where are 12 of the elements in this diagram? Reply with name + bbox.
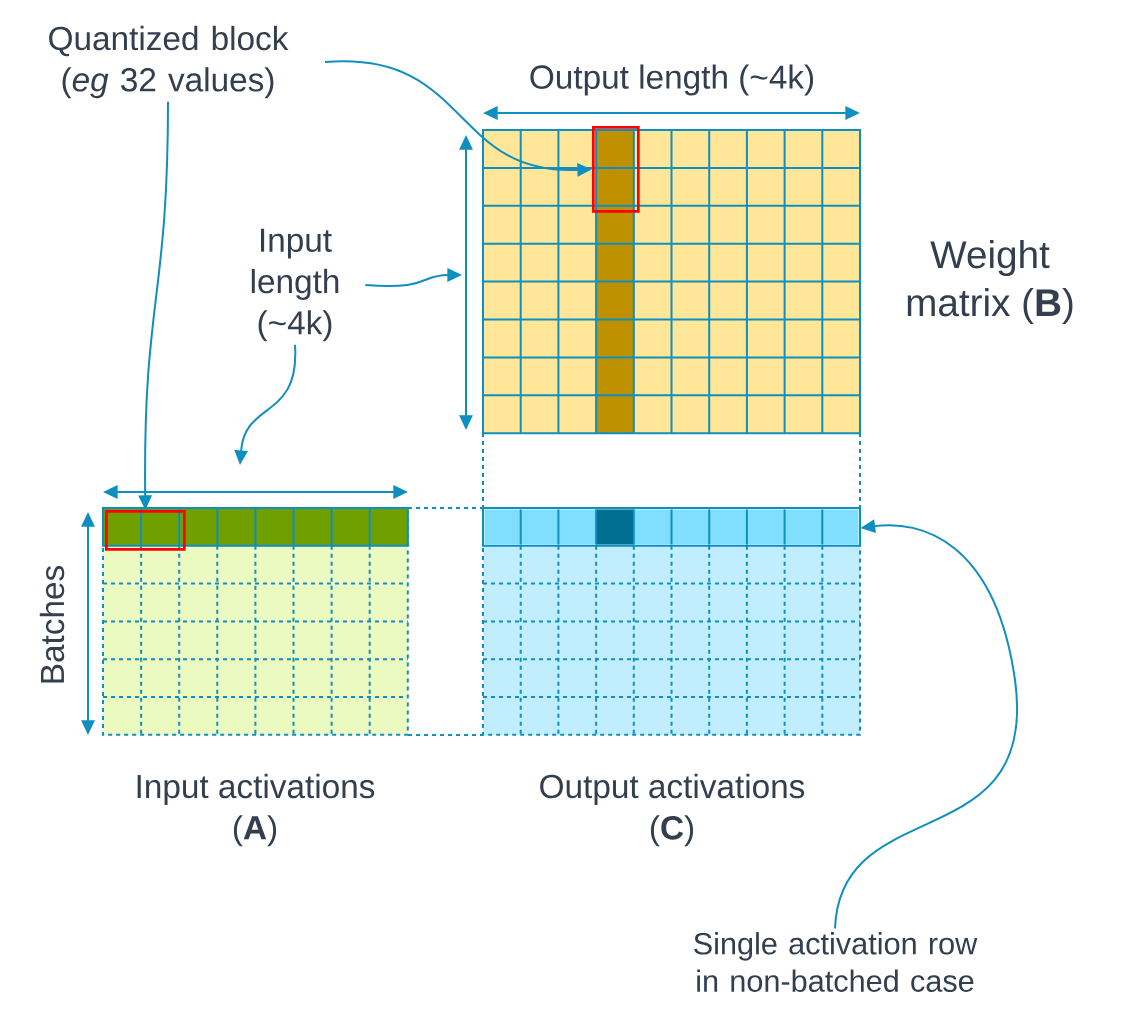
highlight-box: [105, 510, 186, 551]
matrix-label: Input activations (A): [137, 773, 375, 847]
dimension-label: Batches: [39, 566, 65, 683]
matrix-label: Output activations (C): [540, 773, 805, 847]
callout-text: Quantized block (eg 32 values): [49, 25, 289, 99]
activation-row: [484, 508, 859, 546]
highlight-box: [592, 126, 640, 213]
leader-line: [834, 519, 1018, 930]
matrix-label: Weight matrix (B): [907, 240, 1073, 324]
callout-text: Single activation row in non-batched case: [694, 932, 978, 992]
dimension-label: Output length (~4k): [530, 64, 814, 96]
callout-text: Input length (~4k): [251, 228, 339, 342]
